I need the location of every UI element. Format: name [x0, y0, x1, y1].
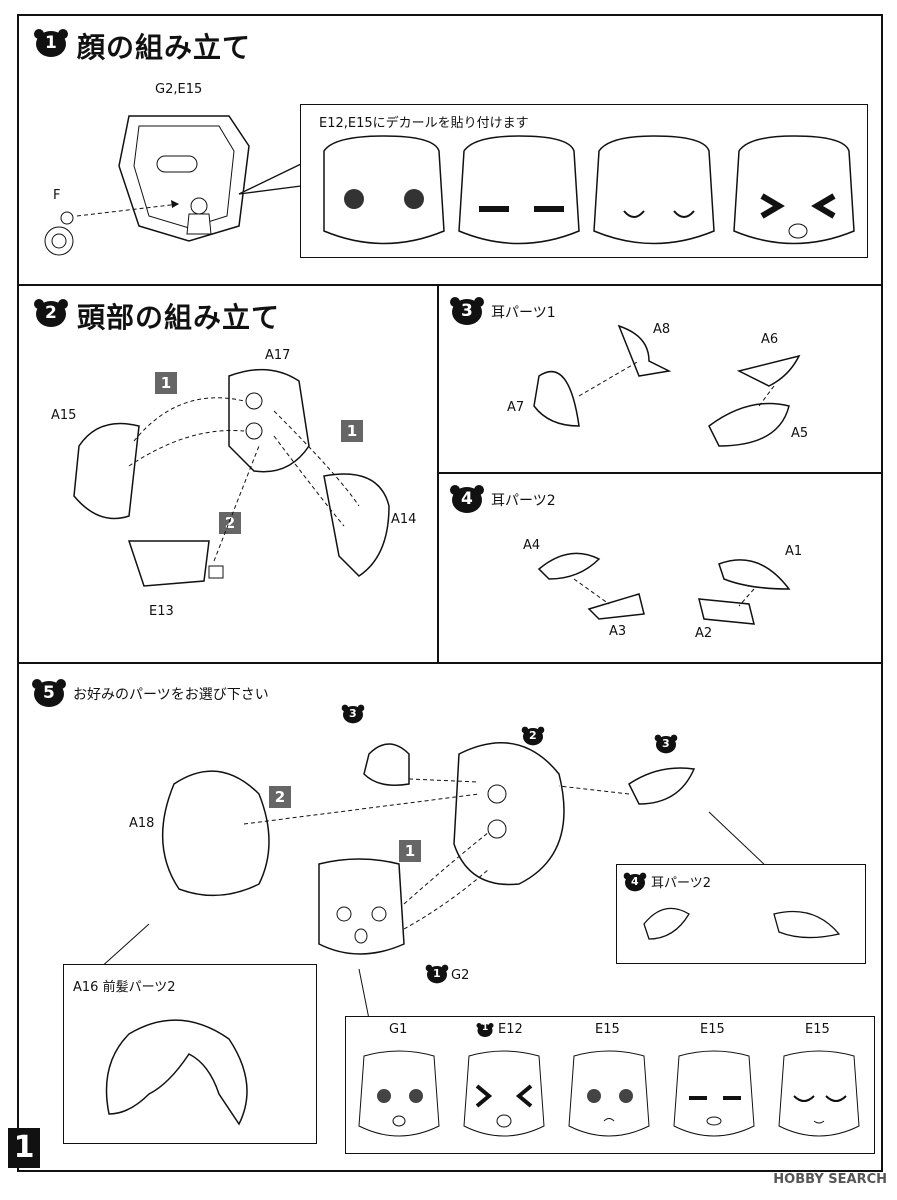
final-assembly-illustration — [161, 742, 696, 955]
step5-number: 5 — [43, 683, 55, 703]
part-label-a5: A5 — [791, 426, 809, 441]
callout-pointer — [708, 811, 768, 868]
ref-badge-4-number: 4 — [631, 875, 639, 888]
face-option[interactable]: E15 — [769, 1022, 869, 1152]
step3-title: 耳パーツ1 — [491, 305, 556, 321]
decal-note: E12,E15にデカールを貼り付けます — [319, 116, 529, 131]
step2-title: 頭部の組み立て — [77, 301, 281, 334]
part-label-a14: A14 — [391, 512, 417, 527]
part-label-a6: A6 — [761, 332, 779, 347]
face-option[interactable]: E15 — [559, 1022, 659, 1152]
ref-badge-3-icon — [654, 734, 678, 754]
step5-title: お好みのパーツをお選び下さい — [73, 687, 269, 703]
step4-title: 耳パーツ2 — [491, 493, 556, 509]
step-badge-icon — [34, 29, 68, 57]
ref-badge-2-number: 2 — [529, 729, 537, 742]
callout-pointer — [358, 968, 409, 1020]
part-label-a17: A17 — [265, 348, 291, 363]
face-option[interactable]: 1 E12 — [454, 1022, 554, 1152]
face-option-label: G1 — [389, 1022, 408, 1037]
face-option[interactable]: G1 — [349, 1022, 449, 1152]
part-label-a3: A3 — [609, 624, 627, 639]
bangs-illustration — [105, 1019, 248, 1126]
step4-panel: 4 耳パーツ2 A4 A3 A1 A2 — [437, 472, 883, 664]
face-option-icon — [463, 1050, 545, 1137]
step1-number: 1 — [45, 33, 57, 53]
step1-title: 顔の組み立て — [77, 31, 252, 64]
face-option-icon — [673, 1050, 755, 1137]
expression-faces-icon — [323, 135, 855, 245]
part-label-a7: A7 — [507, 400, 525, 415]
step4-number: 4 — [461, 489, 473, 509]
part-label-g2-e15: G2,E15 — [155, 82, 203, 97]
face-option[interactable]: E15 — [664, 1022, 764, 1152]
face-option-label: E12 — [498, 1022, 523, 1037]
face-option-label: E15 — [805, 1022, 830, 1037]
ref-badge-4-icon — [623, 872, 647, 892]
part-label-a4: A4 — [523, 538, 541, 553]
face-option-label: E15 — [595, 1022, 620, 1037]
part-label-a15: A15 — [51, 408, 77, 423]
step3-number: 3 — [461, 301, 473, 321]
ear-parts-1-illustration — [533, 324, 801, 447]
face-option-badge-number: 1 — [482, 1023, 489, 1033]
order-box-1: 1 — [155, 372, 177, 394]
face-plate-illustration — [44, 115, 250, 256]
step2-number: 2 — [45, 303, 57, 323]
step1-panel: 1 顔の組み立て G2,E15 F E12,E15にデカールを貼り付けます — [17, 14, 883, 286]
ref-badge-1-number: 1 — [433, 967, 441, 980]
ref-badge-3-number: 3 — [349, 707, 357, 720]
part-label-a8: A8 — [653, 322, 671, 337]
step-badge-icon — [450, 297, 484, 325]
ref-badge-3-icon — [341, 704, 365, 724]
order-box-2: 2 — [269, 786, 291, 808]
part-label-a1: A1 — [785, 544, 803, 559]
part-label-f: F — [53, 188, 61, 203]
ref-badge-1-icon — [476, 1023, 494, 1037]
face-options-row: G1 1 E12 E15 E15 E15 — [349, 1022, 874, 1152]
order-box-2: 2 — [219, 512, 241, 534]
face-option-label: E15 — [700, 1022, 725, 1037]
ear-parts-2-box-title: 耳パーツ2 — [651, 876, 712, 891]
ref-badge-3-number: 3 — [662, 737, 670, 750]
step-badge-icon — [32, 679, 66, 707]
head-assembly-illustration — [73, 368, 390, 587]
face-option-icon — [568, 1050, 650, 1137]
face-option-icon — [358, 1050, 440, 1137]
face-option-icon — [778, 1050, 860, 1137]
ear-parts-2-thumbnails — [643, 907, 841, 940]
ref-badge-2-icon — [521, 726, 545, 746]
step2-panel: 2 頭部の組み立て A17 A15 A14 E13 1 1 2 — [17, 284, 439, 664]
watermark: HOBBY SEARCH — [773, 1172, 887, 1187]
step5-panel: 5 お好みのパーツをお選び下さい 3 2 3 2 1 A18 1 G2 4 耳パ… — [17, 662, 883, 1172]
ref-badge-1-icon — [425, 964, 449, 984]
part-label-a18: A18 — [129, 816, 155, 831]
step-badge-icon — [34, 299, 68, 327]
order-box-1: 1 — [399, 840, 421, 862]
ear-parts-2-illustration — [537, 552, 791, 625]
bangs-label: A16 前髪パーツ2 — [73, 980, 176, 995]
part-label-g2: G2 — [451, 968, 470, 983]
step-badge-icon — [450, 485, 484, 513]
page-number: 1 — [8, 1128, 40, 1168]
callout-pointer — [238, 163, 302, 195]
callout-pointer — [98, 923, 150, 970]
part-label-e13: E13 — [149, 604, 174, 619]
step3-panel: 3 耳パーツ1 A8 A7 A6 A5 — [437, 284, 883, 474]
part-label-a2: A2 — [695, 626, 713, 641]
order-box-1: 1 — [341, 420, 363, 442]
